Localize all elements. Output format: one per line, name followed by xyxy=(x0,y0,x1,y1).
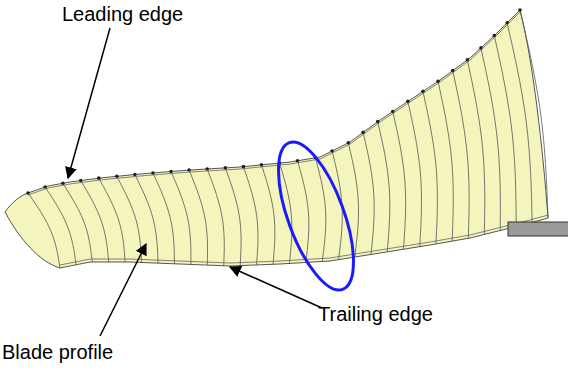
grey-bar xyxy=(508,222,568,236)
profile-point xyxy=(518,8,522,12)
profile-line xyxy=(45,187,76,265)
profile-line xyxy=(408,101,422,246)
profile-line xyxy=(520,10,548,218)
profile-line xyxy=(153,173,175,264)
profile-point xyxy=(242,165,246,169)
profile-point xyxy=(97,176,101,180)
profile-point xyxy=(133,173,137,177)
blade-profiles xyxy=(26,8,548,268)
profile-point xyxy=(296,159,300,163)
profile-line xyxy=(63,183,92,262)
leader-arrow xyxy=(100,244,146,336)
profile-line xyxy=(207,169,224,266)
part-label: Leading edge xyxy=(62,2,183,26)
profile-point xyxy=(260,163,264,167)
profile-line xyxy=(171,172,191,265)
highlight-ellipse xyxy=(263,133,369,299)
profile-point xyxy=(79,179,83,183)
profile-line xyxy=(481,48,500,231)
profile-line xyxy=(378,122,390,252)
profile-point xyxy=(151,171,155,175)
profile-line xyxy=(117,176,142,262)
profile-point xyxy=(205,167,209,171)
edge-line xyxy=(28,12,520,195)
part-label: Trailing edge xyxy=(318,302,433,326)
profile-line xyxy=(243,167,258,265)
profile-point xyxy=(61,181,65,185)
profile-point xyxy=(169,170,173,174)
profile-line xyxy=(494,36,516,227)
leader-arrow xyxy=(230,267,322,308)
profile-line xyxy=(189,170,207,265)
part-label: Blade profile xyxy=(2,340,113,364)
profile-line xyxy=(135,175,158,264)
profile-line xyxy=(81,181,109,262)
profile-line xyxy=(467,60,484,234)
profile-line xyxy=(363,132,374,254)
profile-line xyxy=(423,91,437,244)
profile-line xyxy=(315,158,325,262)
profile-line xyxy=(507,23,532,223)
profile-line xyxy=(348,143,358,257)
profile-point xyxy=(187,168,191,172)
profile-line xyxy=(261,165,274,264)
profile-line xyxy=(28,193,60,268)
blade-surface xyxy=(5,10,548,268)
profile-point xyxy=(115,175,119,179)
profile-line xyxy=(438,81,453,241)
leader-arrow xyxy=(68,28,110,178)
profile-line xyxy=(225,168,241,266)
profile-line xyxy=(393,111,406,249)
profile-line xyxy=(99,178,125,262)
profile-line xyxy=(453,71,469,239)
profile-point xyxy=(224,166,228,170)
